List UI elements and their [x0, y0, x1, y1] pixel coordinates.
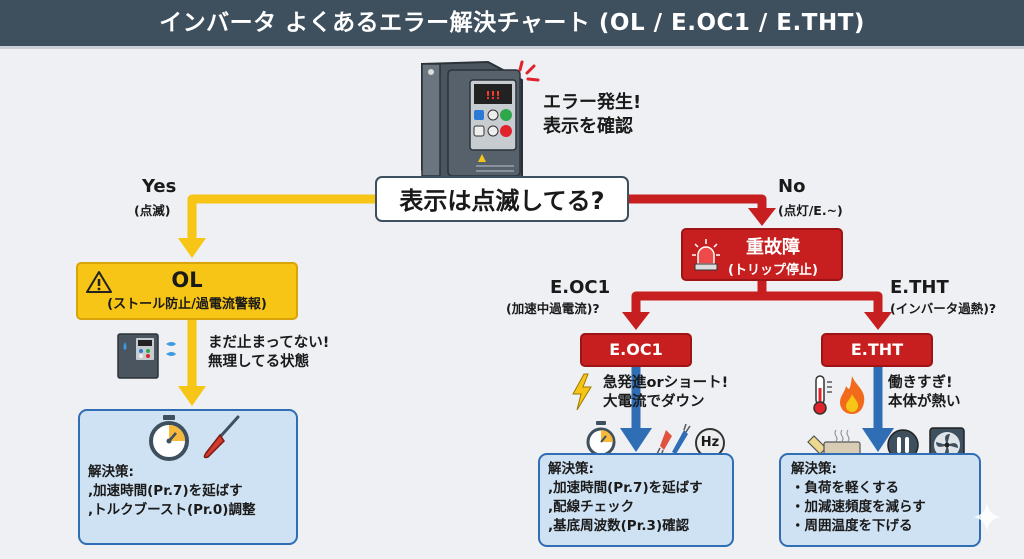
major-fault-node: 重故障 (トリップ停止): [681, 228, 843, 281]
etht-label: E.THT: [890, 277, 949, 298]
eoc1-connector: [620, 367, 652, 452]
ol-solution-item: ,トルクブースト(Pr.0)調整: [88, 502, 256, 518]
ol-note-line2: 無理してる状態: [208, 354, 310, 370]
ol-note-line1: まだ止まってない!: [208, 335, 330, 351]
no-sublabel: (点灯/E.~): [778, 203, 843, 218]
etht-solution-item: ・負荷を軽くする: [791, 480, 899, 496]
pause-icon: [887, 429, 919, 461]
thermometer-icon: [813, 375, 832, 415]
eoc1-note-line2: 大電流でダウン: [603, 394, 705, 410]
eoc1-sublabel: (加速中過電流)?: [506, 301, 600, 316]
title-divider: [0, 46, 1024, 49]
warning-icon: [86, 271, 112, 293]
inverter-error-icon: !!!: [421, 60, 523, 179]
stopwatch-icon: [149, 415, 189, 461]
no-label: No: [778, 176, 806, 197]
inverter-display-text: !!!: [485, 89, 500, 102]
eoc1-label: E.OC1: [550, 277, 611, 298]
question-node: 表示は点滅してる?: [375, 176, 629, 222]
major-fault-subtitle: (トリップ停止): [728, 263, 818, 278]
fire-icon: [840, 376, 865, 414]
major-fault-title: 重故障: [746, 237, 800, 258]
ol-node: OL (ストール防止/過電流警報): [76, 262, 298, 320]
eoc1-solution-box: 解決策: ,加速時間(Pr.7)を延ばす ,配線チェック ,基底周波数(Pr.3…: [538, 453, 734, 547]
yes-sublabel: (点滅): [134, 203, 171, 218]
sparkle-icon: [973, 503, 1001, 531]
eoc1-solution-item: ,基底周波数(Pr.3)確認: [548, 518, 690, 534]
lightning-icon: [572, 373, 592, 411]
eoc1-solution-item: ,配線チェック: [548, 499, 635, 515]
start-caption-line2: 表示を確認: [543, 116, 633, 137]
eoc1-note-line1: 急発進orショート!: [603, 375, 729, 391]
chart-title: インバータ よくあるエラー解決チャート (OL / E.OC1 / E.THT): [0, 0, 1024, 46]
no-connector: [622, 194, 892, 330]
etht-connector: [862, 367, 894, 452]
sweating-inverter-icon: [117, 333, 176, 379]
ol-solution-heading: 解決策:: [88, 464, 134, 480]
etht-sublabel: (インバータ過熱)?: [890, 301, 997, 316]
etht-note-line1: 働きすぎ!: [888, 375, 953, 391]
ol-solution-box: 解決策: ,加速時間(Pr.7)を延ばす ,トルクブースト(Pr.0)調整: [78, 409, 298, 545]
etht-solution-item: ・周囲温度を下げる: [791, 518, 913, 534]
eoc1-node: E.OC1: [580, 333, 692, 367]
eoc1-solution-item: ,加速時間(Pr.7)を延ばす: [548, 480, 703, 496]
yes-label: Yes: [142, 176, 177, 197]
etht-note-line2: 本体が熱い: [888, 394, 961, 410]
ol-solution-item: ,加速時間(Pr.7)を延ばす: [88, 483, 243, 499]
ol-title: OL: [171, 268, 203, 292]
etht-solution-box: 解決策: ・負荷を軽くする ・加減速頻度を減らす ・周囲温度を下げる: [779, 453, 981, 547]
etht-solution-item: ・加減速頻度を減らす: [791, 499, 926, 515]
siren-icon: [692, 239, 720, 271]
ol-subtitle: (ストール防止/過電流警報): [107, 297, 267, 312]
start-caption-line1: エラー発生!: [543, 92, 642, 113]
screwdriver-icon: [203, 415, 240, 459]
alert-spark-icon: [518, 60, 540, 82]
yes-connector: [178, 194, 376, 406]
etht-solution-heading: 解決策:: [791, 461, 837, 477]
etht-node: E.THT: [821, 333, 933, 367]
eoc1-solution-heading: 解決策:: [548, 461, 594, 477]
